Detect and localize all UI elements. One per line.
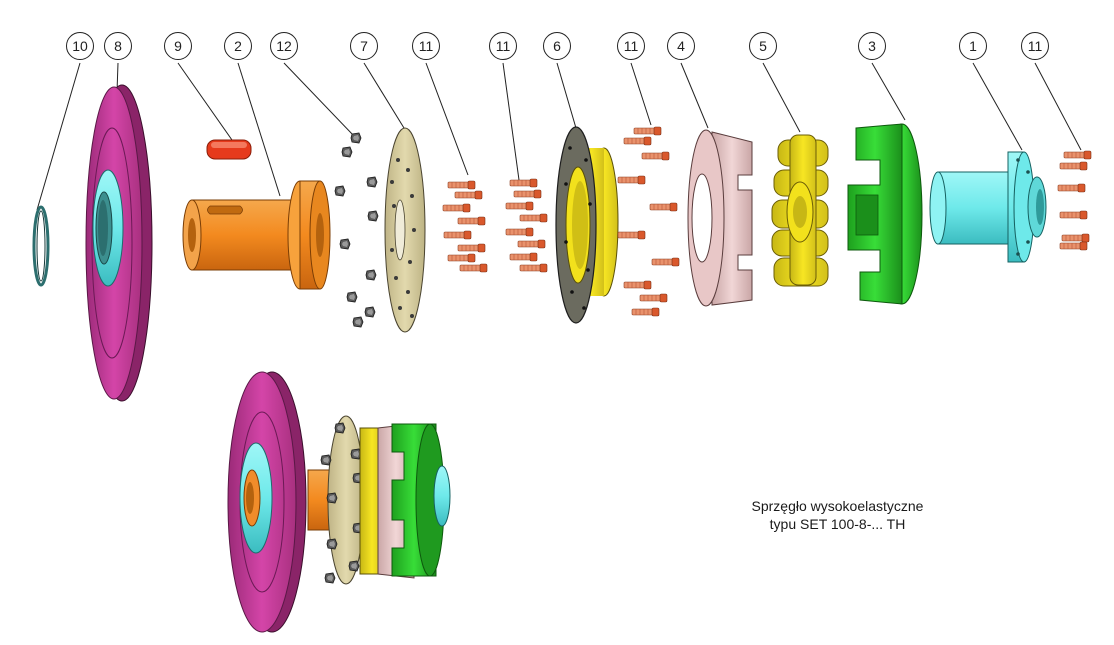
part-3-green-claw [847,123,923,305]
callout-circle [164,32,192,60]
callout-circle [749,32,777,60]
callout-circle [489,32,517,60]
callout-8: 8 [104,32,132,60]
callout-number: 1 [969,38,977,54]
callout-number: 3 [868,38,876,54]
part-11-bolts-d [1057,150,1092,251]
callout-circle [412,32,440,60]
callout-number: 10 [72,38,88,54]
callout-3: 3 [858,32,886,60]
callout-2: 2 [224,32,252,60]
callout-number: 11 [624,38,639,54]
callout-number: 11 [1028,38,1043,54]
part-4-pink-claw [687,129,753,307]
callout-circle [543,32,571,60]
callout-number: 8 [114,38,122,54]
callout-circle [617,32,645,60]
callout-7: 7 [350,32,378,60]
callout-number: 6 [553,38,561,54]
part-8-flywheel-disc [85,84,153,402]
callout-circle [1021,32,1049,60]
callout-circle [270,32,298,60]
callout-9: 9 [164,32,192,60]
callout-circle [350,32,378,60]
callout-4: 4 [667,32,695,60]
callout-number: 7 [360,38,368,54]
callout-circle [66,32,94,60]
part-6-yellow-ring [555,126,619,324]
callout-6: 6 [543,32,571,60]
callout-11: 11 [489,32,517,60]
caption-line-1: Sprzęgło wysokoelastyczne [751,498,924,514]
caption-line-2: typu SET 100-8-... TH [769,516,906,532]
callout-number: 2 [234,38,242,54]
callout-11: 11 [412,32,440,60]
part-11-bolts-b [505,178,548,273]
callout-circle [858,32,886,60]
callout-10: 10 [66,32,94,60]
callout-11: 11 [617,32,645,60]
assembly-caption: Sprzęgło wysokoelastyczne typu SET 100-8… [700,497,975,533]
leader-lines [36,62,1082,211]
part-10-retaining-ring [32,205,50,287]
part-12-nuts [334,132,379,328]
part-11-bolts-c [617,126,680,317]
part-9-key [206,139,252,160]
callout-number: 12 [276,38,292,54]
callout-circle [959,32,987,60]
part-11-bolts-a [442,180,488,273]
callout-5: 5 [749,32,777,60]
part-5-elastic-element [771,134,829,287]
callout-circle [224,32,252,60]
callout-1: 1 [959,32,987,60]
callout-circle [667,32,695,60]
callout-number: 9 [174,38,182,54]
callout-11: 11 [1021,32,1049,60]
assembled-coupling-view [227,371,451,633]
callout-12: 12 [270,32,298,60]
part-7-flange-plate [384,127,426,333]
callout-number: 11 [496,38,511,54]
callout-circle [104,32,132,60]
part-1-cyan-hub [929,151,1047,263]
callout-number: 5 [759,38,767,54]
callout-number: 4 [677,38,685,54]
part-2-hub-shaft [182,180,331,290]
callout-number: 11 [419,38,434,54]
